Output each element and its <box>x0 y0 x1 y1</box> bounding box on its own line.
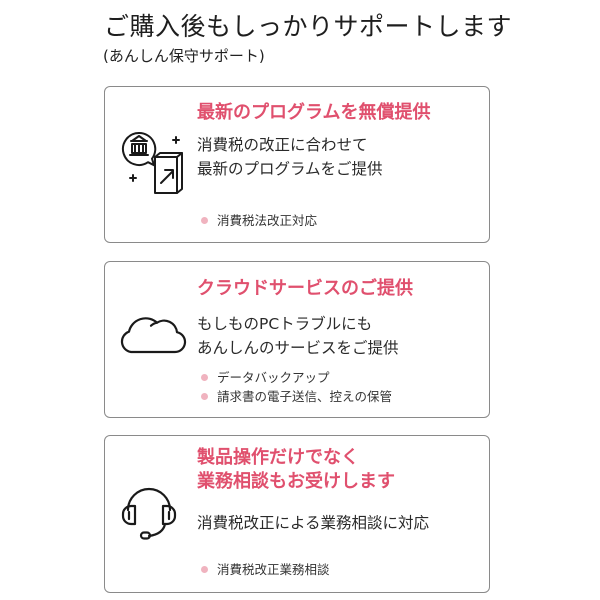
heading-line: 製品操作だけでなく <box>197 447 359 468</box>
feature-item: データバックアップ <box>201 368 392 387</box>
card-description: 消費税の改正に合わせて 最新のプログラムをご提供 <box>197 133 383 181</box>
bullet-dot-icon <box>201 566 208 573</box>
feature-list: 消費税改正業務相談 <box>201 560 330 579</box>
card-heading: クラウドサービスのご提供 <box>197 278 413 299</box>
card-description: 消費税改正による業務相談に対応 <box>197 511 429 535</box>
feature-list: 消費税法改正対応 <box>201 211 317 230</box>
feature-item: 消費税改正業務相談 <box>201 560 330 579</box>
headset-icon <box>117 482 181 546</box>
desc-line: あんしんのサービスをご提供 <box>197 339 399 357</box>
feature-item: 請求書の電子送信、控えの保管 <box>201 387 392 406</box>
desc-line: 消費税改正による業務相談に対応 <box>197 514 430 532</box>
bullet-dot-icon <box>201 217 208 224</box>
page-title: ご購入後もしっかりサポートします <box>104 12 513 41</box>
card-free-program-update: 最新のプログラムを無償提供 消費税の改正に合わせて 最新のプログラムをご提供 消… <box>104 86 490 243</box>
card-heading: 最新のプログラムを無償提供 <box>197 102 431 123</box>
cloud-icon <box>117 304 187 360</box>
bullet-dot-icon <box>201 393 208 400</box>
desc-line: 最新のプログラムをご提供 <box>197 160 383 178</box>
program-update-icon <box>117 127 189 199</box>
card-business-consultation: 製品操作だけでなく 業務相談もお受けします 消費税改正による業務相談に対応 消費… <box>104 435 490 593</box>
card-description: もしものPCトラブルにも あんしんのサービスをご提供 <box>197 312 399 360</box>
feature-item: 消費税法改正対応 <box>201 211 317 230</box>
card-heading: 製品操作だけでなく 業務相談もお受けします <box>197 446 395 494</box>
feature-label: 請求書の電子送信、控えの保管 <box>217 389 393 404</box>
bullet-dot-icon <box>201 374 208 381</box>
feature-label: 消費税法改正対応 <box>217 213 318 228</box>
card-cloud-service: クラウドサービスのご提供 もしものPCトラブルにも あんしんのサービスをご提供 … <box>104 261 490 418</box>
feature-list: データバックアップ 請求書の電子送信、控えの保管 <box>201 368 392 406</box>
desc-line: 消費税の改正に合わせて <box>197 136 368 154</box>
feature-label: データバックアップ <box>217 370 330 385</box>
desc-line: もしものPCトラブルにも <box>197 315 373 333</box>
feature-label: 消費税改正業務相談 <box>217 562 330 577</box>
heading-line: 業務相談もお受けします <box>197 471 395 492</box>
page-subtitle: (あんしん保守サポート) <box>103 47 265 65</box>
